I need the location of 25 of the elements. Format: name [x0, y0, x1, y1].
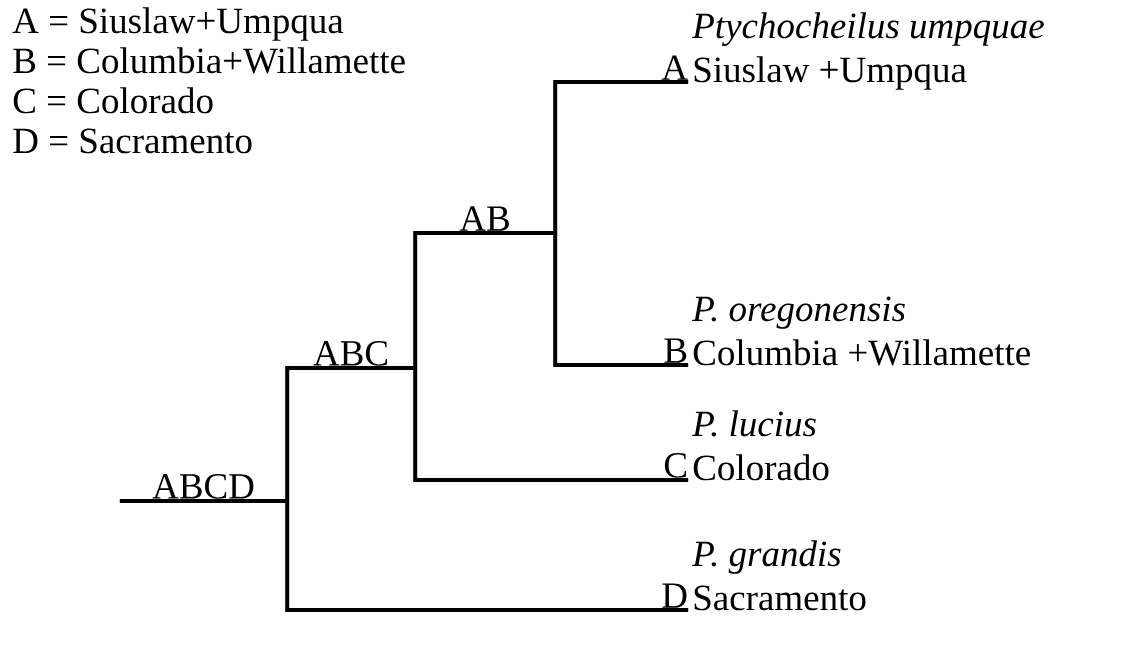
- species-name: P. lucius: [692, 410, 816, 437]
- river-name: Sacramento: [694, 585, 866, 611]
- river-name: Siuslaw +Umpqua: [694, 56, 967, 90]
- species-name: P. oregonensis: [692, 296, 905, 329]
- tree-branch: [553, 80, 689, 233]
- species-name: Ptychocheilus umpquae: [692, 12, 1044, 46]
- species-name: P. grandis: [692, 540, 841, 574]
- key-text: B = Columbia+Willamette: [13, 47, 405, 74]
- taxon-letter: C: [664, 452, 686, 478]
- tree-branch: [553, 233, 689, 367]
- clade-label: ABCD: [152, 473, 254, 499]
- key-text: C = Colorado: [13, 87, 213, 114]
- river-name: Colorado: [693, 454, 829, 481]
- tree-branch: [285, 366, 416, 501]
- taxon-letter: A: [661, 55, 688, 80]
- tree-branch: [413, 368, 689, 482]
- key-text: A = Siuslaw+Umpqua: [12, 7, 344, 41]
- clade-label: ABC: [313, 340, 387, 366]
- tree-branch: [285, 501, 689, 612]
- clade-label: AB: [459, 206, 509, 231]
- taxon-letter: D: [662, 583, 687, 608]
- tree-branch: [413, 231, 556, 368]
- taxon-letter: B: [664, 338, 687, 363]
- river-name: Columbia +Willamette: [693, 339, 1030, 366]
- key-text: D = Sacramento: [13, 128, 252, 154]
